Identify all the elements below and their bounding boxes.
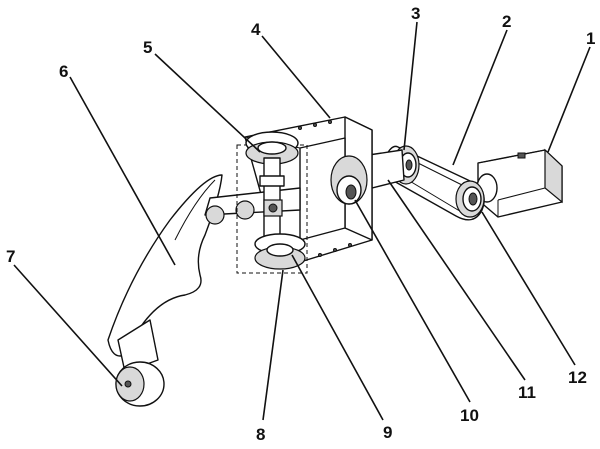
label-part-6: 6	[59, 62, 68, 81]
label-part-5: 5	[143, 38, 152, 57]
leader-12	[481, 211, 576, 366]
label-part-3: 3	[411, 4, 420, 23]
leader-11	[387, 179, 526, 381]
label-part-12: 12	[568, 368, 587, 387]
label-part-4: 4	[251, 20, 261, 39]
leader-6	[69, 76, 176, 266]
leader-7	[13, 264, 123, 387]
part-labels: 1 2 3 4 5 6 7 8 9 10 11 12	[6, 4, 595, 444]
leader-3	[403, 21, 418, 151]
leader-5	[154, 53, 261, 153]
label-part-1: 1	[586, 29, 595, 48]
joint-column	[259, 157, 285, 241]
upper-flange	[245, 131, 299, 165]
motor-pulley	[455, 180, 485, 218]
label-part-2: 2	[502, 12, 511, 31]
label-part-11: 11	[518, 383, 536, 402]
label-part-7: 7	[6, 247, 15, 266]
motor	[476, 148, 563, 218]
leader-lines	[13, 21, 591, 421]
leader-1	[547, 46, 591, 153]
wheel	[115, 319, 165, 407]
lower-flange	[254, 233, 306, 270]
label-part-10: 10	[460, 406, 479, 425]
bevel-gear	[330, 155, 368, 205]
leader-8	[262, 269, 284, 421]
leader-2	[452, 29, 508, 166]
label-part-8: 8	[256, 425, 265, 444]
leader-9	[291, 254, 384, 421]
leader-4	[261, 35, 331, 119]
leader-10	[354, 199, 471, 403]
label-part-9: 9	[383, 423, 392, 442]
